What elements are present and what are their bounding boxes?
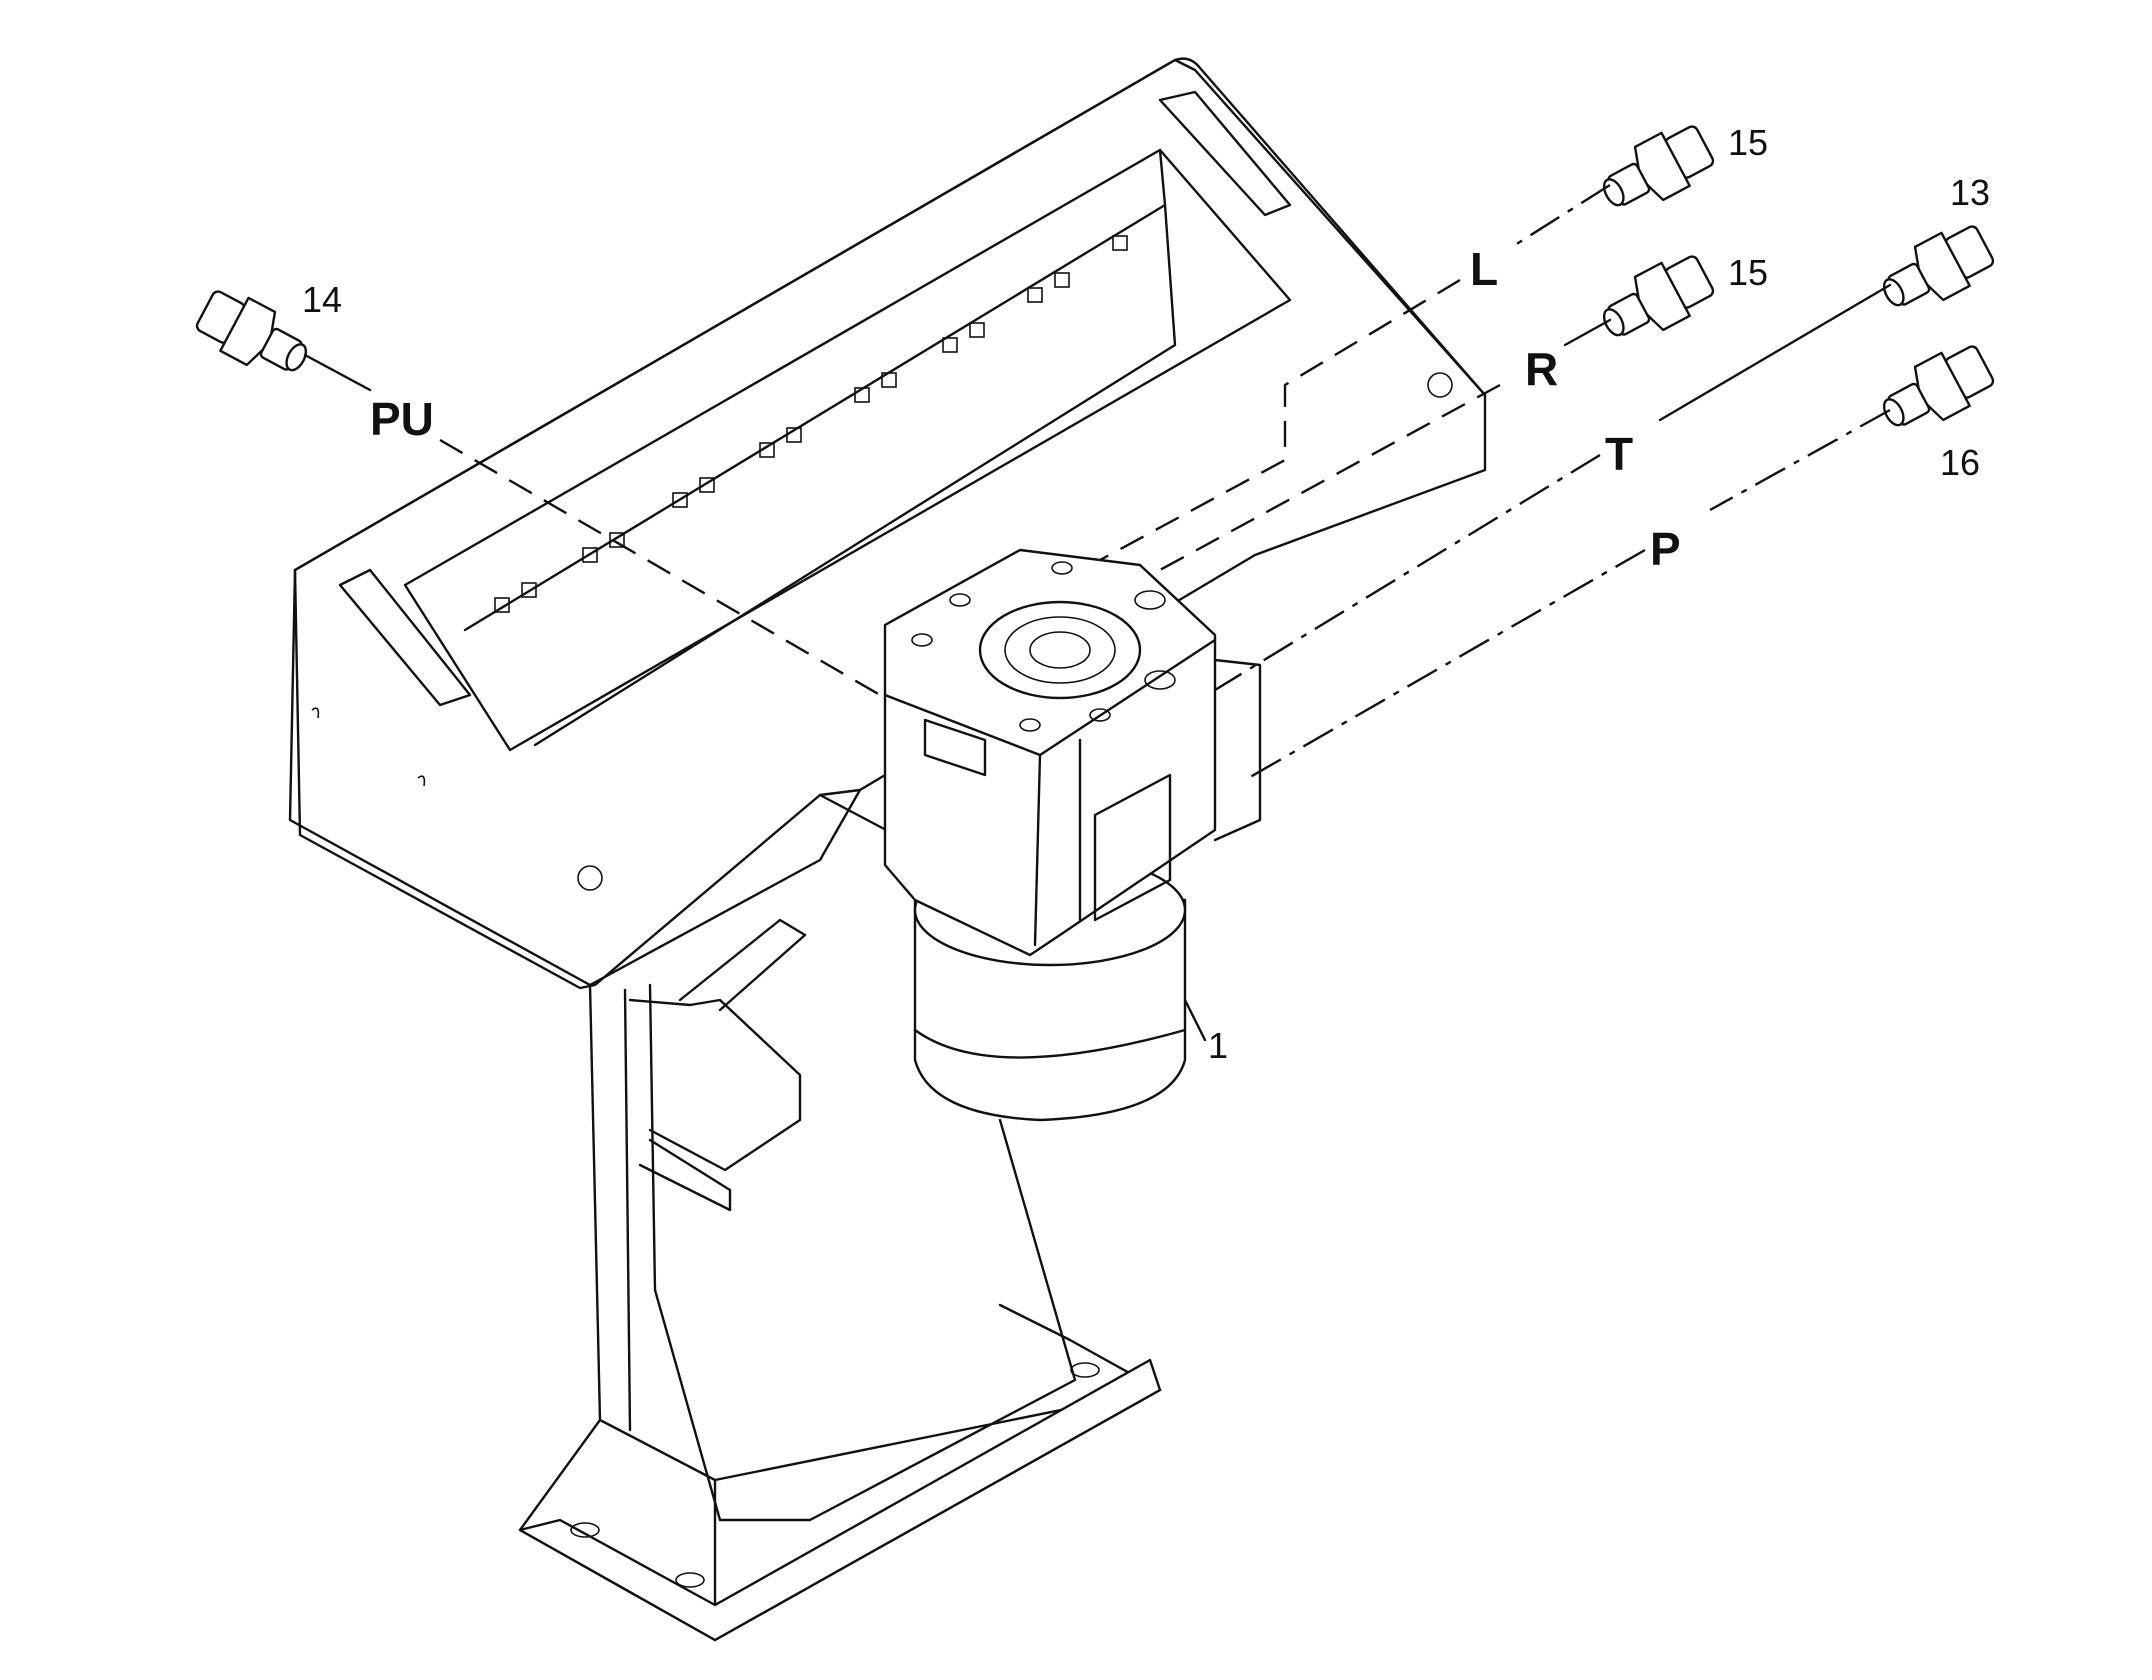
fitting-16: [1882, 345, 1995, 427]
part-number-15-mid: 15: [1728, 252, 1768, 293]
part-number-1: 1: [1208, 1025, 1228, 1066]
fitting-15-mid: [1602, 255, 1715, 337]
fitting-15-top: [1602, 125, 1715, 207]
fitting-14: [195, 290, 308, 372]
part-number-15-top: 15: [1728, 122, 1768, 163]
port-label-p: P: [1650, 523, 1681, 575]
part-number-14: 14: [302, 279, 342, 320]
part-number-16: 16: [1940, 442, 1980, 483]
port-label-l: L: [1470, 243, 1498, 295]
port-label-pu: PU: [370, 393, 434, 445]
fitting-13: [1882, 225, 1995, 307]
port-label-t: T: [1605, 428, 1633, 480]
part-number-13: 13: [1950, 172, 1990, 213]
connection-lines: [303, 183, 1892, 1042]
steering-console: [288, 57, 1487, 1642]
steering-unit: [883, 548, 1262, 1122]
port-label-r: R: [1525, 343, 1558, 395]
